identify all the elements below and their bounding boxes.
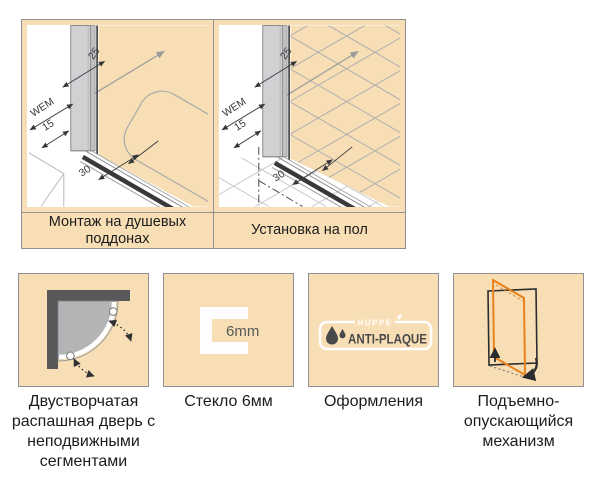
glass-thickness-label: 6mm bbox=[226, 323, 259, 340]
feature-caption: Стекло 6мм bbox=[184, 393, 273, 410]
panel-shower-tray: 25 WEM 15 30 Монтаж на душевых поддонах bbox=[22, 20, 214, 248]
installation-panels: 25 WEM 15 30 Монтаж на душевых поддонах bbox=[21, 19, 406, 249]
feature-caption: Подъемно-опускающийся механизм bbox=[463, 393, 574, 450]
panel-caption-text: Монтаж на душевых поддонах bbox=[48, 214, 187, 247]
lift-lower-mechanism-icon bbox=[487, 278, 538, 382]
feature-caption: Оформления bbox=[323, 393, 424, 410]
feature-icon-box bbox=[18, 273, 149, 387]
drawing-area: 25 WEM 15 30 bbox=[214, 20, 405, 212]
feature-icon-box: HUPPE ANTI-PLAQUE bbox=[308, 273, 439, 387]
glass-thickness-icon: 6mm bbox=[200, 307, 259, 354]
panel-floor: 25 WEM 15 30 Установка на пол bbox=[214, 20, 405, 248]
panel-caption: Монтаж на душевых поддонах bbox=[22, 212, 213, 248]
feature-lift-mechanism: Подъемно-опускающийся механизм bbox=[453, 273, 584, 452]
dim-label-15: 15 bbox=[233, 118, 249, 134]
feature-icon-box bbox=[453, 273, 584, 387]
feature-glass-6mm: 6mm Стекло 6мм bbox=[163, 273, 294, 412]
floor-installation-drawing: 25 WEM 15 30 bbox=[219, 25, 400, 207]
feature-caption: Двустворчатая распашная дверь с неподвиж… bbox=[11, 393, 156, 470]
dim-label-30: 30 bbox=[271, 169, 287, 185]
dim-label-15: 15 bbox=[41, 118, 57, 134]
panel-caption-text: Установка на пол bbox=[251, 222, 368, 239]
anti-plaque-label: ANTI-PLAQUE bbox=[348, 331, 427, 347]
drawing-area: 25 WEM 15 30 bbox=[22, 20, 213, 212]
feature-icon-box: 6mm bbox=[163, 273, 294, 387]
brand-label: HUPPE bbox=[357, 319, 392, 328]
corner-entry-swing-doors-icon bbox=[47, 290, 133, 378]
panel-caption: Установка на пол bbox=[214, 212, 405, 248]
anti-plaque-logo: HUPPE ANTI-PLAQUE bbox=[318, 314, 433, 351]
shower-tray-installation-drawing: 25 WEM 15 30 bbox=[27, 25, 208, 207]
feature-swing-doors: Двустворчатая распашная дверь с неподвиж… bbox=[12, 273, 155, 472]
feature-anti-plaque: HUPPE ANTI-PLAQUE Оформления bbox=[308, 273, 439, 412]
dim-label-30: 30 bbox=[77, 164, 93, 180]
